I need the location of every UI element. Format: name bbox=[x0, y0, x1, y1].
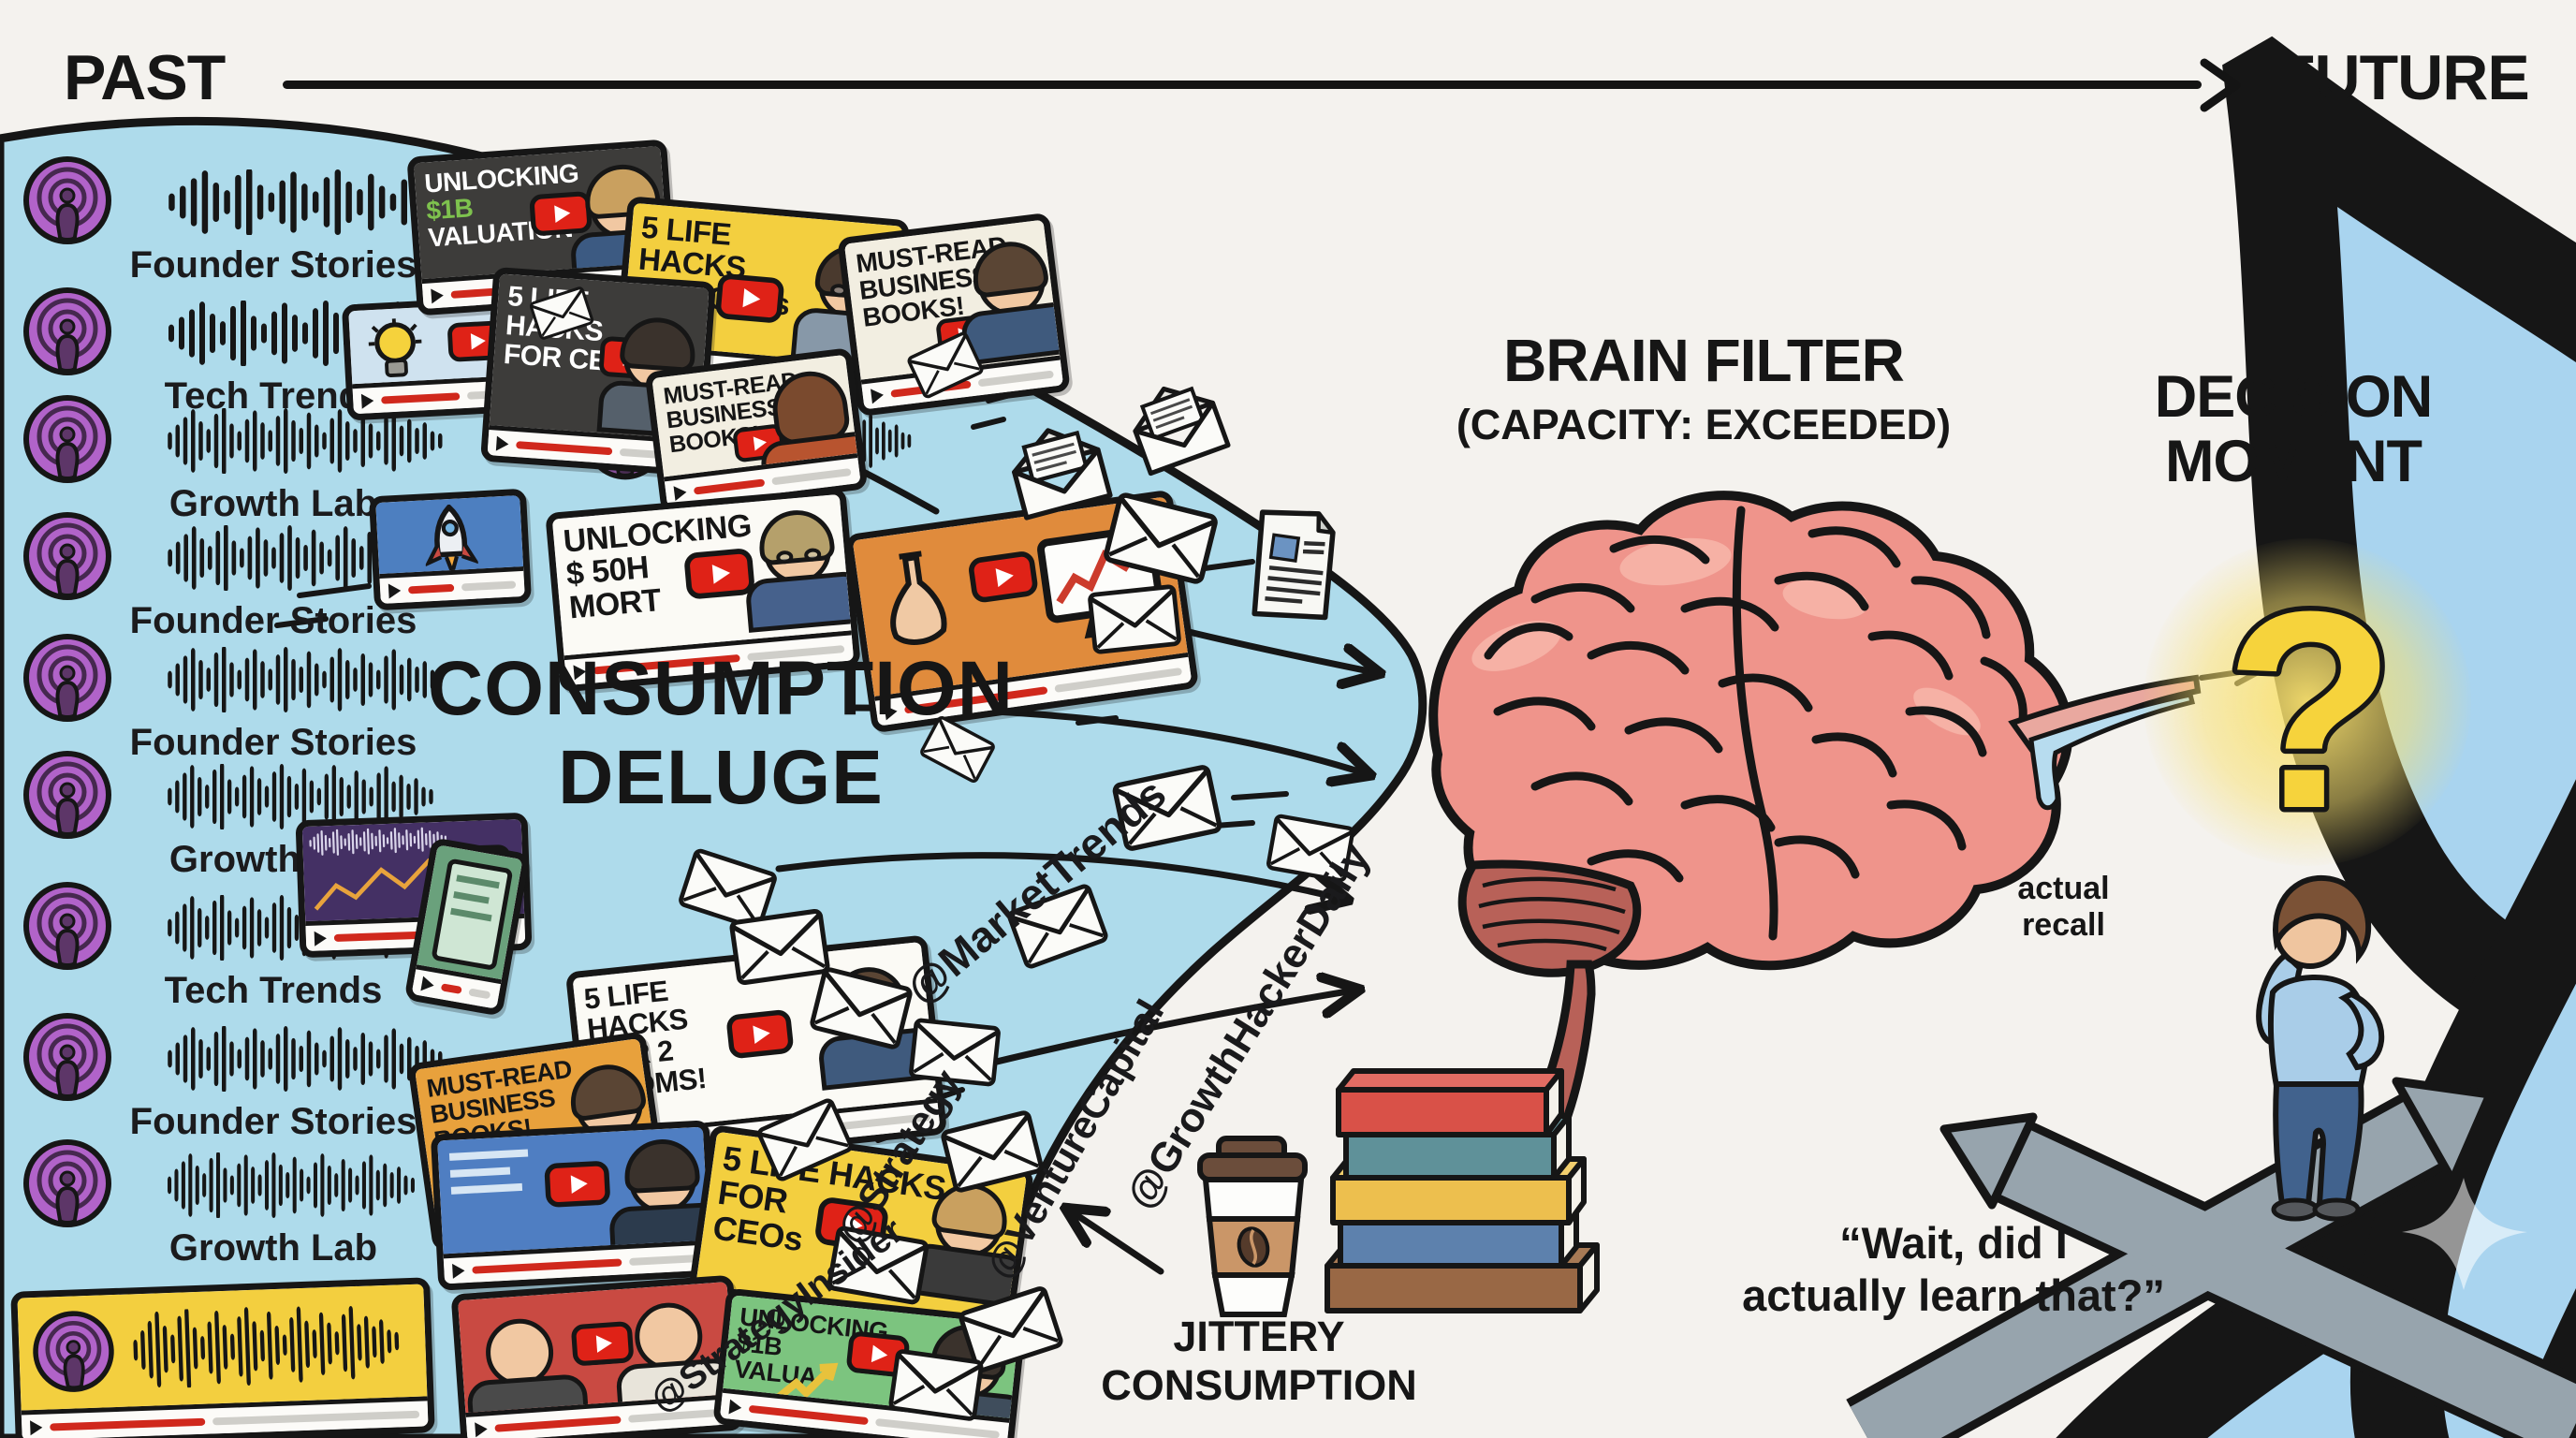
recall-line1: actual bbox=[2017, 871, 2110, 906]
jittery-line2: CONSUMPTION bbox=[1101, 1361, 1417, 1410]
podcast-icon bbox=[21, 632, 114, 726]
video-thumbnail-rocket bbox=[368, 488, 533, 611]
brain-filter-title: BRAIN FILTER bbox=[1503, 327, 1905, 394]
decision-title-line1: DECISION bbox=[2154, 364, 2434, 430]
podcast-label: Founder Stories bbox=[129, 600, 417, 641]
podcast-label: Tech Trends bbox=[164, 970, 383, 1011]
youtube-play-icon bbox=[714, 272, 785, 325]
growth-arrow-icon bbox=[774, 1362, 839, 1401]
rocket-icon bbox=[424, 503, 479, 574]
youtube-play-icon bbox=[570, 1320, 635, 1367]
youtube-play-icon bbox=[682, 547, 755, 600]
quote-text: “Wait, did I actually learn that?” bbox=[1705, 1217, 2202, 1323]
envelope-open-icon bbox=[1118, 368, 1235, 481]
youtube-play-icon bbox=[725, 1008, 796, 1060]
cerebellum bbox=[1457, 859, 1642, 977]
podcast-label: Growth Lab bbox=[168, 483, 378, 524]
presenter-face bbox=[626, 1144, 698, 1215]
timeline-past-label: PAST bbox=[64, 42, 226, 113]
coffee-cup-icon bbox=[1197, 1136, 1308, 1317]
deluge-title-line2: DELUGE bbox=[558, 735, 884, 821]
podcast-label: Founder Stories bbox=[129, 244, 417, 286]
video-thumbnail-unlocking-green: UNLOCKING $1B VALUA bbox=[712, 1287, 1027, 1438]
deluge-title-line1: CONSUMPTION bbox=[428, 646, 1014, 731]
actual-recall-label: actual recall bbox=[1977, 871, 2150, 944]
jittery-arrow bbox=[1071, 1211, 1164, 1275]
podcast-icon bbox=[21, 1137, 114, 1231]
podcast-row: Founder Stories bbox=[21, 1011, 676, 1152]
waveform-icon bbox=[166, 1026, 446, 1092]
text-line bbox=[450, 1182, 523, 1195]
document-icon bbox=[1237, 501, 1346, 629]
brain-gyri bbox=[1484, 506, 2027, 941]
envelope-icon bbox=[887, 1348, 985, 1423]
waveform-icon bbox=[130, 1301, 404, 1389]
podcast-icon bbox=[21, 154, 114, 248]
presenter-face bbox=[772, 374, 849, 449]
timeline-arrow bbox=[283, 81, 2202, 89]
timeline-future-label: FUTURE bbox=[2276, 42, 2530, 113]
decision-moment-title: DECISION MOMENT bbox=[2050, 364, 2537, 495]
podcast-icon bbox=[21, 393, 114, 487]
podcast-icon bbox=[21, 286, 114, 379]
decision-title-line2: MOMENT bbox=[2165, 429, 2422, 495]
lightbulb-icon bbox=[368, 318, 422, 377]
video-thumbnail-lightbulb bbox=[341, 294, 549, 421]
youtube-play-icon bbox=[967, 550, 1040, 605]
podcast-player-card bbox=[10, 1277, 435, 1438]
glasses-icon bbox=[803, 547, 822, 563]
brain-filter-subtitle: (CAPACITY: EXCEEDED) bbox=[1456, 401, 1952, 448]
text-line bbox=[448, 1149, 529, 1161]
presenter-face bbox=[760, 514, 834, 588]
podcast-label: Growth Lab bbox=[168, 1227, 378, 1269]
quote-line1: “Wait, did I bbox=[1839, 1218, 2068, 1268]
brain-highlights bbox=[1471, 537, 1981, 736]
waveform-icon bbox=[166, 1152, 418, 1218]
podcast-row: Founder Stories bbox=[21, 632, 676, 772]
thinking-person bbox=[2256, 874, 2385, 1222]
text-line bbox=[449, 1167, 511, 1178]
timeline-arrow-head bbox=[2200, 58, 2241, 112]
podcast-row: Founder Stories bbox=[21, 510, 676, 651]
envelope-icon bbox=[728, 907, 832, 987]
presenter-face bbox=[483, 1316, 556, 1389]
podcast-row: Founder Stories bbox=[21, 154, 676, 295]
podcast-row: Growth Lab bbox=[21, 1137, 676, 1278]
podcast-icon bbox=[21, 1011, 114, 1105]
podcast-icon bbox=[29, 1308, 118, 1397]
cerebellum-lines bbox=[1478, 876, 1626, 952]
podcast-label: Founder Stories bbox=[129, 1101, 417, 1142]
podcast-icon bbox=[21, 880, 114, 974]
brain-stem bbox=[1528, 960, 1596, 1130]
question-glow bbox=[2144, 538, 2471, 866]
jittery-consumption-label: JITTERY CONSUMPTION bbox=[1062, 1313, 1456, 1410]
jittery-line1: JITTERY bbox=[1173, 1313, 1345, 1360]
podcast-label: Founder Stories bbox=[129, 722, 417, 763]
podcast-icon bbox=[21, 749, 114, 843]
waveform-icon bbox=[166, 408, 446, 474]
books-stack-icon bbox=[1325, 1068, 1600, 1313]
youtube-play-icon bbox=[544, 1160, 611, 1209]
recall-line2: recall bbox=[2022, 907, 2105, 944]
podcast-row: Tech Trends bbox=[21, 880, 676, 1020]
envelope-icon bbox=[1087, 583, 1182, 655]
podcast-row: Growth Lab bbox=[21, 393, 676, 534]
youtube-play-icon bbox=[529, 190, 593, 237]
glasses-icon bbox=[775, 550, 794, 565]
sparkle-watermark bbox=[2402, 1178, 2527, 1290]
quote-line2: actually learn that?” bbox=[1742, 1270, 2165, 1321]
podcast-icon bbox=[21, 510, 114, 604]
flask-icon bbox=[890, 550, 947, 645]
deluge-title: CONSUMPTION DELUGE bbox=[374, 644, 1067, 822]
video-thumbnail-blue-presenter bbox=[430, 1120, 718, 1291]
